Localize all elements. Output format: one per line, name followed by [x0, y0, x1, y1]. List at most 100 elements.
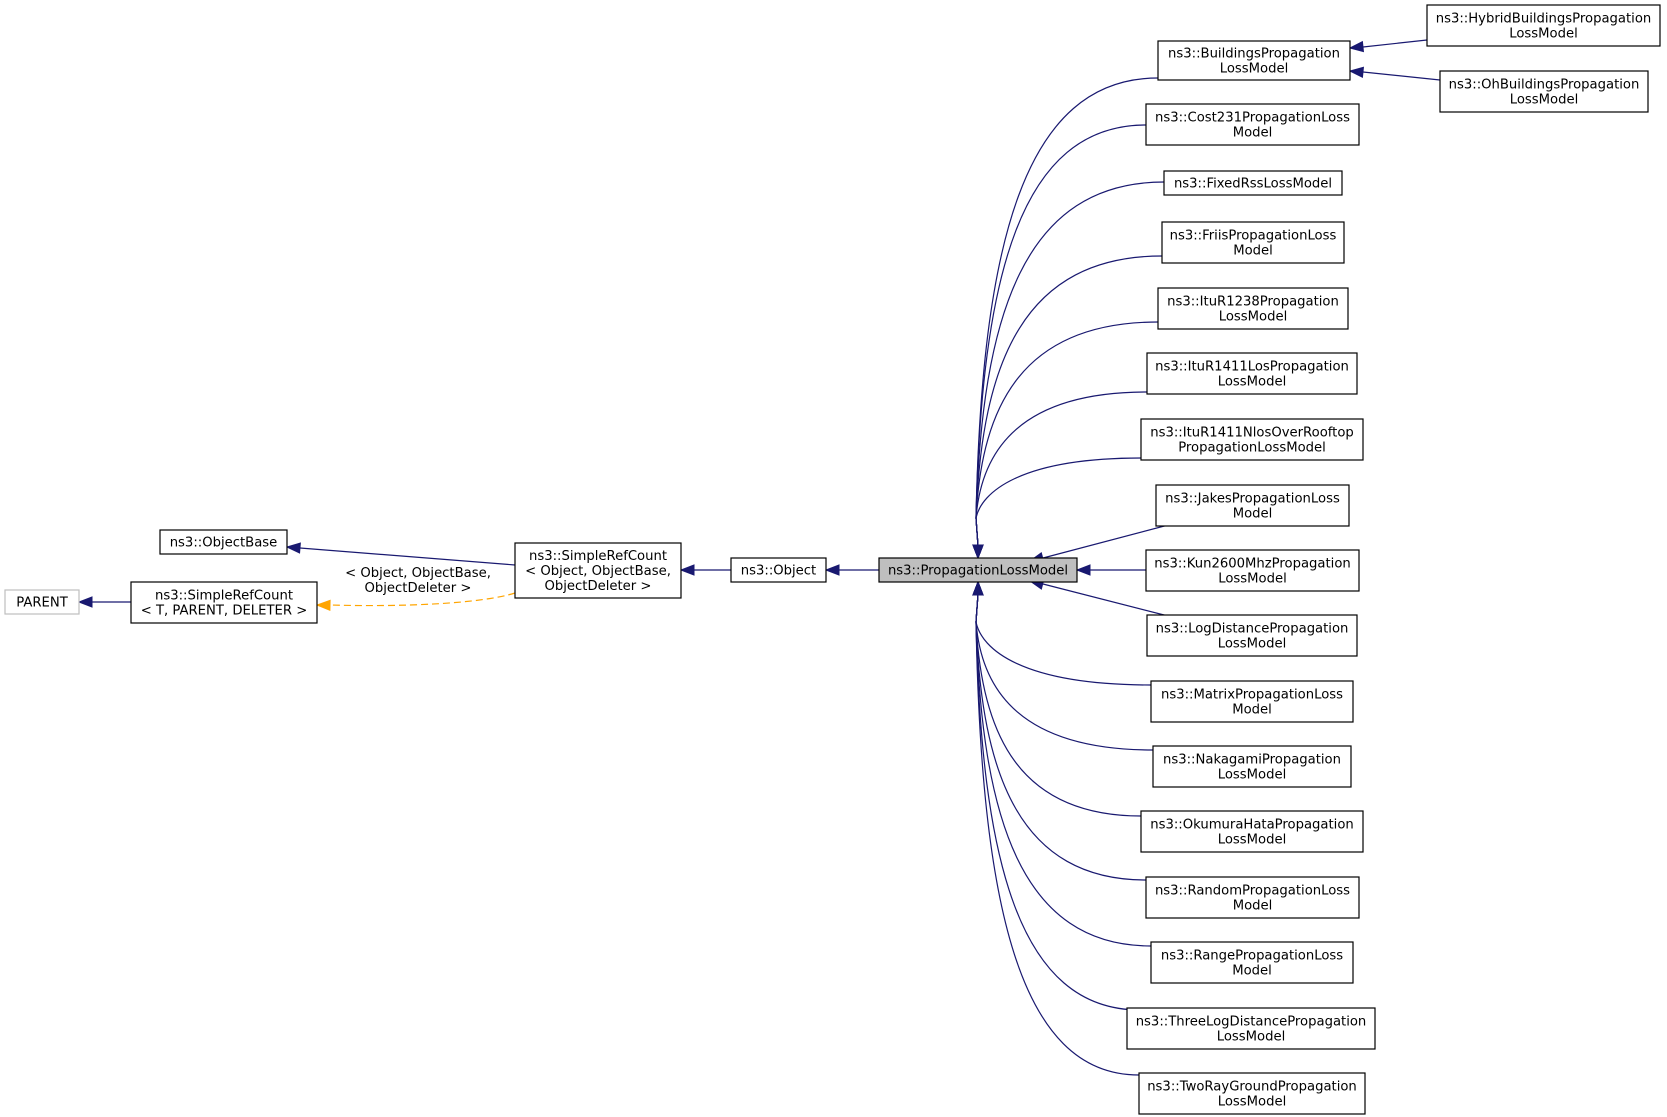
edge-hybrid-buildings-to-buildings	[1348, 39, 1428, 53]
edge-oh-buildings-to-buildings	[1348, 66, 1441, 81]
class-node-label: LossModel	[1509, 27, 1578, 42]
class-node-label: Model	[1232, 703, 1272, 718]
class-node-box	[4, 589, 80, 615]
edge-line	[975, 321, 1159, 547]
class-node-itur1411-nlos[interactable]: ns3::ItuR1411NlosOverRooftopPropagationL…	[1140, 418, 1364, 461]
class-node-label: ns3::OkumuraHataPropagation	[1150, 818, 1354, 833]
class-node-box	[1146, 614, 1358, 657]
class-node-label: ObjectDeleter >	[545, 579, 652, 594]
class-node-box	[514, 542, 682, 599]
class-node-box	[730, 557, 827, 583]
edge-line	[975, 181, 1165, 547]
class-node-label: Model	[1233, 244, 1273, 259]
class-node-label: Model	[1232, 964, 1272, 979]
edge-friis-to-propagation-loss-model	[972, 255, 1163, 560]
class-node-simple-ref-count[interactable]: ns3::SimpleRefCount< Object, ObjectBase,…	[514, 542, 682, 599]
class-node-label: ns3::ThreeLogDistancePropagation	[1136, 1015, 1367, 1030]
edge-range-to-propagation-loss-model	[972, 580, 1152, 947]
edge-okumura-hata-to-propagation-loss-model	[972, 580, 1142, 817]
class-node-label: < Object, ObjectBase,	[525, 564, 671, 579]
arrowhead	[972, 580, 984, 596]
class-node-label: LossModel	[1219, 310, 1288, 325]
class-node-box	[1439, 70, 1649, 113]
class-node-label: ns3::TwoRayGroundPropagation	[1147, 1080, 1357, 1095]
class-node-box	[1150, 941, 1354, 984]
class-node-label: ns3::PropagationLossModel	[888, 564, 1068, 579]
arrowhead	[285, 542, 301, 554]
class-node-label: ns3::SimpleRefCount	[529, 549, 667, 564]
class-node-box	[1140, 810, 1364, 853]
edge-line	[975, 391, 1148, 547]
class-node-box	[1157, 40, 1351, 81]
edge-nakagami-to-propagation-loss-model	[972, 580, 1154, 751]
class-node-object-base[interactable]: ns3::ObjectBase	[159, 529, 288, 555]
class-node-label: ns3::SimpleRefCount	[155, 589, 293, 604]
edge-line	[975, 593, 1154, 751]
class-node-box	[1140, 418, 1364, 461]
class-node-label: Model	[1233, 126, 1273, 141]
class-node-propagation-loss-model[interactable]: ns3::PropagationLossModel	[878, 557, 1078, 583]
edge-line	[1362, 39, 1428, 48]
class-node-parent[interactable]: PARENT	[4, 589, 80, 615]
arrowhead	[1348, 40, 1365, 53]
arrowhead	[1075, 564, 1091, 576]
class-node-box	[1145, 549, 1360, 592]
class-node-box	[1155, 484, 1350, 527]
class-node-label: ns3::Kun2600MhzPropagation	[1154, 557, 1351, 572]
edge-itur1411-nlos-to-propagation-loss-model	[972, 457, 1142, 560]
class-node-label: ns3::LogDistancePropagation	[1156, 622, 1349, 637]
edge-two-ray-ground-to-propagation-loss-model	[972, 580, 1140, 1076]
class-node-label: ns3::NakagamiPropagation	[1163, 753, 1341, 768]
edge-line	[975, 593, 1147, 881]
template-arguments-label: ObjectDeleter >	[365, 581, 472, 596]
class-node-box	[1138, 1072, 1366, 1115]
class-node-simple-ref-count-t[interactable]: ns3::SimpleRefCount< T, PARENT, DELETER …	[130, 581, 318, 624]
arrowhead	[824, 564, 840, 576]
class-node-label: ns3::FriisPropagationLoss	[1170, 229, 1337, 244]
class-node-label: ns3::ItuR1411LosPropagation	[1155, 360, 1349, 375]
class-node-label: LossModel	[1218, 375, 1287, 390]
arrowhead	[1348, 66, 1365, 79]
class-node-label: ns3::RandomPropagationLoss	[1155, 884, 1350, 899]
edge-kun2600-to-propagation-loss-model	[1075, 564, 1146, 576]
edge-object-to-simple-ref-count	[679, 564, 731, 576]
edge-line	[975, 124, 1147, 547]
class-node-label: < T, PARENT, DELETER >	[141, 604, 308, 619]
class-node-label: ns3::FixedRssLossModel	[1174, 177, 1332, 192]
arrowhead	[679, 564, 695, 576]
class-node-box	[130, 581, 318, 624]
edge-simple-ref-count-t-to-parent	[77, 596, 131, 608]
edge-line	[1042, 583, 1173, 618]
edge-propagation-loss-model-to-object	[824, 564, 879, 576]
class-node-label: ns3::RangePropagationLoss	[1161, 949, 1343, 964]
class-node-fixed-rss[interactable]: ns3::FixedRssLossModel	[1163, 170, 1343, 196]
class-node-label: LossModel	[1218, 1095, 1287, 1110]
edge-line	[975, 593, 1152, 686]
edge-line	[299, 547, 516, 566]
class-node-label: ns3::OhBuildingsPropagation	[1449, 78, 1640, 93]
class-node-label: ns3::JakesPropagationLoss	[1165, 492, 1340, 507]
class-node-label: LossModel	[1220, 62, 1289, 77]
class-node-box	[1163, 170, 1343, 196]
class-node-three-log-distance[interactable]: ns3::ThreeLogDistancePropagationLossMode…	[1126, 1007, 1376, 1050]
class-node-object[interactable]: ns3::Object	[730, 557, 827, 583]
class-node-label: LossModel	[1217, 1030, 1286, 1045]
